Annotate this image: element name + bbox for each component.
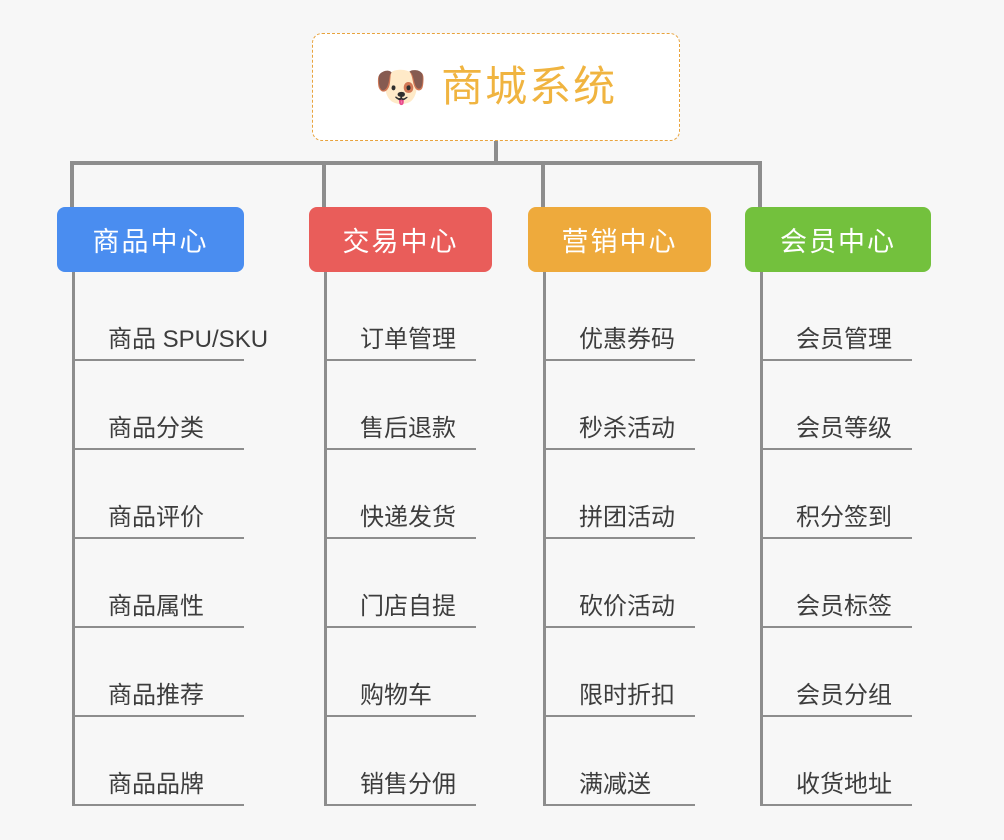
leaf-item-label: 商品属性 <box>108 592 204 620</box>
leaf-item-label: 门店自提 <box>360 592 456 620</box>
leaf-list: 商品 SPU/SKU 商品分类商品评价商品属性商品推荐商品品牌 <box>72 272 268 806</box>
leaf-item[interactable]: 购物车 <box>324 628 476 717</box>
leaf-item-label: 秒杀活动 <box>579 414 675 442</box>
leaf-item[interactable]: 商品属性 <box>72 539 244 628</box>
branch-drop-1 <box>70 161 74 207</box>
leaf-item[interactable]: 限时折扣 <box>543 628 695 717</box>
leaf-item-label: 订单管理 <box>360 325 456 353</box>
leaf-item-label: 会员标签 <box>796 592 892 620</box>
branch-header-label: 商品中心 <box>92 227 209 257</box>
leaf-list: 会员管理会员等级积分签到会员标签会员分组收货地址 <box>760 272 912 806</box>
branch-stem <box>72 272 75 806</box>
leaf-item-label: 砍价活动 <box>579 592 675 620</box>
branch-stem <box>543 272 546 806</box>
leaf-item-label: 限时折扣 <box>579 681 675 709</box>
leaf-item[interactable]: 商品推荐 <box>72 628 244 717</box>
leaf-item-label: 商品评价 <box>108 503 204 531</box>
leaf-item-label: 快递发货 <box>360 503 456 531</box>
leaf-item[interactable]: 快递发货 <box>324 450 476 539</box>
leaf-item-label: 商品品牌 <box>108 770 204 798</box>
branch-drop-4 <box>758 161 762 207</box>
leaf-item[interactable]: 商品品牌 <box>72 717 244 806</box>
root-stem <box>494 141 498 163</box>
root-node[interactable]: 🐶 商城系统 <box>312 33 680 141</box>
leaf-item-label: 销售分佣 <box>360 770 456 798</box>
leaf-item-label: 商品推荐 <box>108 681 204 709</box>
leaf-item[interactable]: 商品分类 <box>72 361 244 450</box>
root-title: 商城系统 <box>441 63 618 110</box>
branch-header-1[interactable]: 商品中心 <box>57 207 244 272</box>
leaf-item[interactable]: 会员等级 <box>760 361 912 450</box>
leaf-item[interactable]: 商品 SPU/SKU <box>72 272 268 361</box>
leaf-item[interactable]: 砍价活动 <box>543 539 695 628</box>
leaf-item-label: 购物车 <box>360 681 432 709</box>
branch-header-label: 交易中心 <box>342 227 459 257</box>
leaf-item[interactable]: 满减送 <box>543 717 695 806</box>
leaf-item[interactable]: 售后退款 <box>324 361 476 450</box>
leaf-list: 优惠券码秒杀活动拼团活动砍价活动限时折扣满减送 <box>543 272 695 806</box>
leaf-item[interactable]: 商品评价 <box>72 450 244 539</box>
leaf-item-label: 优惠券码 <box>579 325 675 353</box>
leaf-item-label: 收货地址 <box>796 770 892 798</box>
leaf-item-label: 商品 SPU/SKU <box>108 325 269 353</box>
branch-header-label: 营销中心 <box>561 227 678 257</box>
leaf-item[interactable]: 积分签到 <box>760 450 912 539</box>
shiba-dog-face-icon: 🐶 <box>374 63 428 110</box>
branch-stem <box>324 272 327 806</box>
leaf-list: 订单管理售后退款快递发货门店自提购物车销售分佣 <box>324 272 476 806</box>
leaf-item-label: 拼团活动 <box>579 503 675 531</box>
branch-header-label: 会员中心 <box>780 227 896 257</box>
leaf-item[interactable]: 收货地址 <box>760 717 912 806</box>
leaf-item[interactable]: 会员标签 <box>760 539 912 628</box>
branch-stem <box>760 272 763 806</box>
leaf-item-label: 商品分类 <box>108 414 204 442</box>
leaf-item-label: 积分签到 <box>796 503 892 531</box>
leaf-item[interactable]: 订单管理 <box>324 272 476 361</box>
horizontal-bus <box>70 161 762 165</box>
leaf-item-label: 会员分组 <box>796 681 892 709</box>
leaf-item[interactable]: 优惠券码 <box>543 272 695 361</box>
leaf-item[interactable]: 门店自提 <box>324 539 476 628</box>
leaf-item[interactable]: 会员分组 <box>760 628 912 717</box>
leaf-item-label: 会员管理 <box>796 325 892 353</box>
leaf-item-label: 售后退款 <box>360 414 456 442</box>
branch-drop-3 <box>541 161 545 207</box>
leaf-item[interactable]: 秒杀活动 <box>543 361 695 450</box>
branch-header-3[interactable]: 营销中心 <box>528 207 711 272</box>
leaf-item[interactable]: 会员管理 <box>760 272 912 361</box>
branch-header-2[interactable]: 交易中心 <box>309 207 492 272</box>
leaf-item-label: 满减送 <box>579 770 651 798</box>
leaf-item[interactable]: 销售分佣 <box>324 717 476 806</box>
branch-header-4[interactable]: 会员中心 <box>745 207 931 272</box>
leaf-item[interactable]: 拼团活动 <box>543 450 695 539</box>
branch-drop-2 <box>322 161 326 207</box>
leaf-item-label: 会员等级 <box>796 414 892 442</box>
